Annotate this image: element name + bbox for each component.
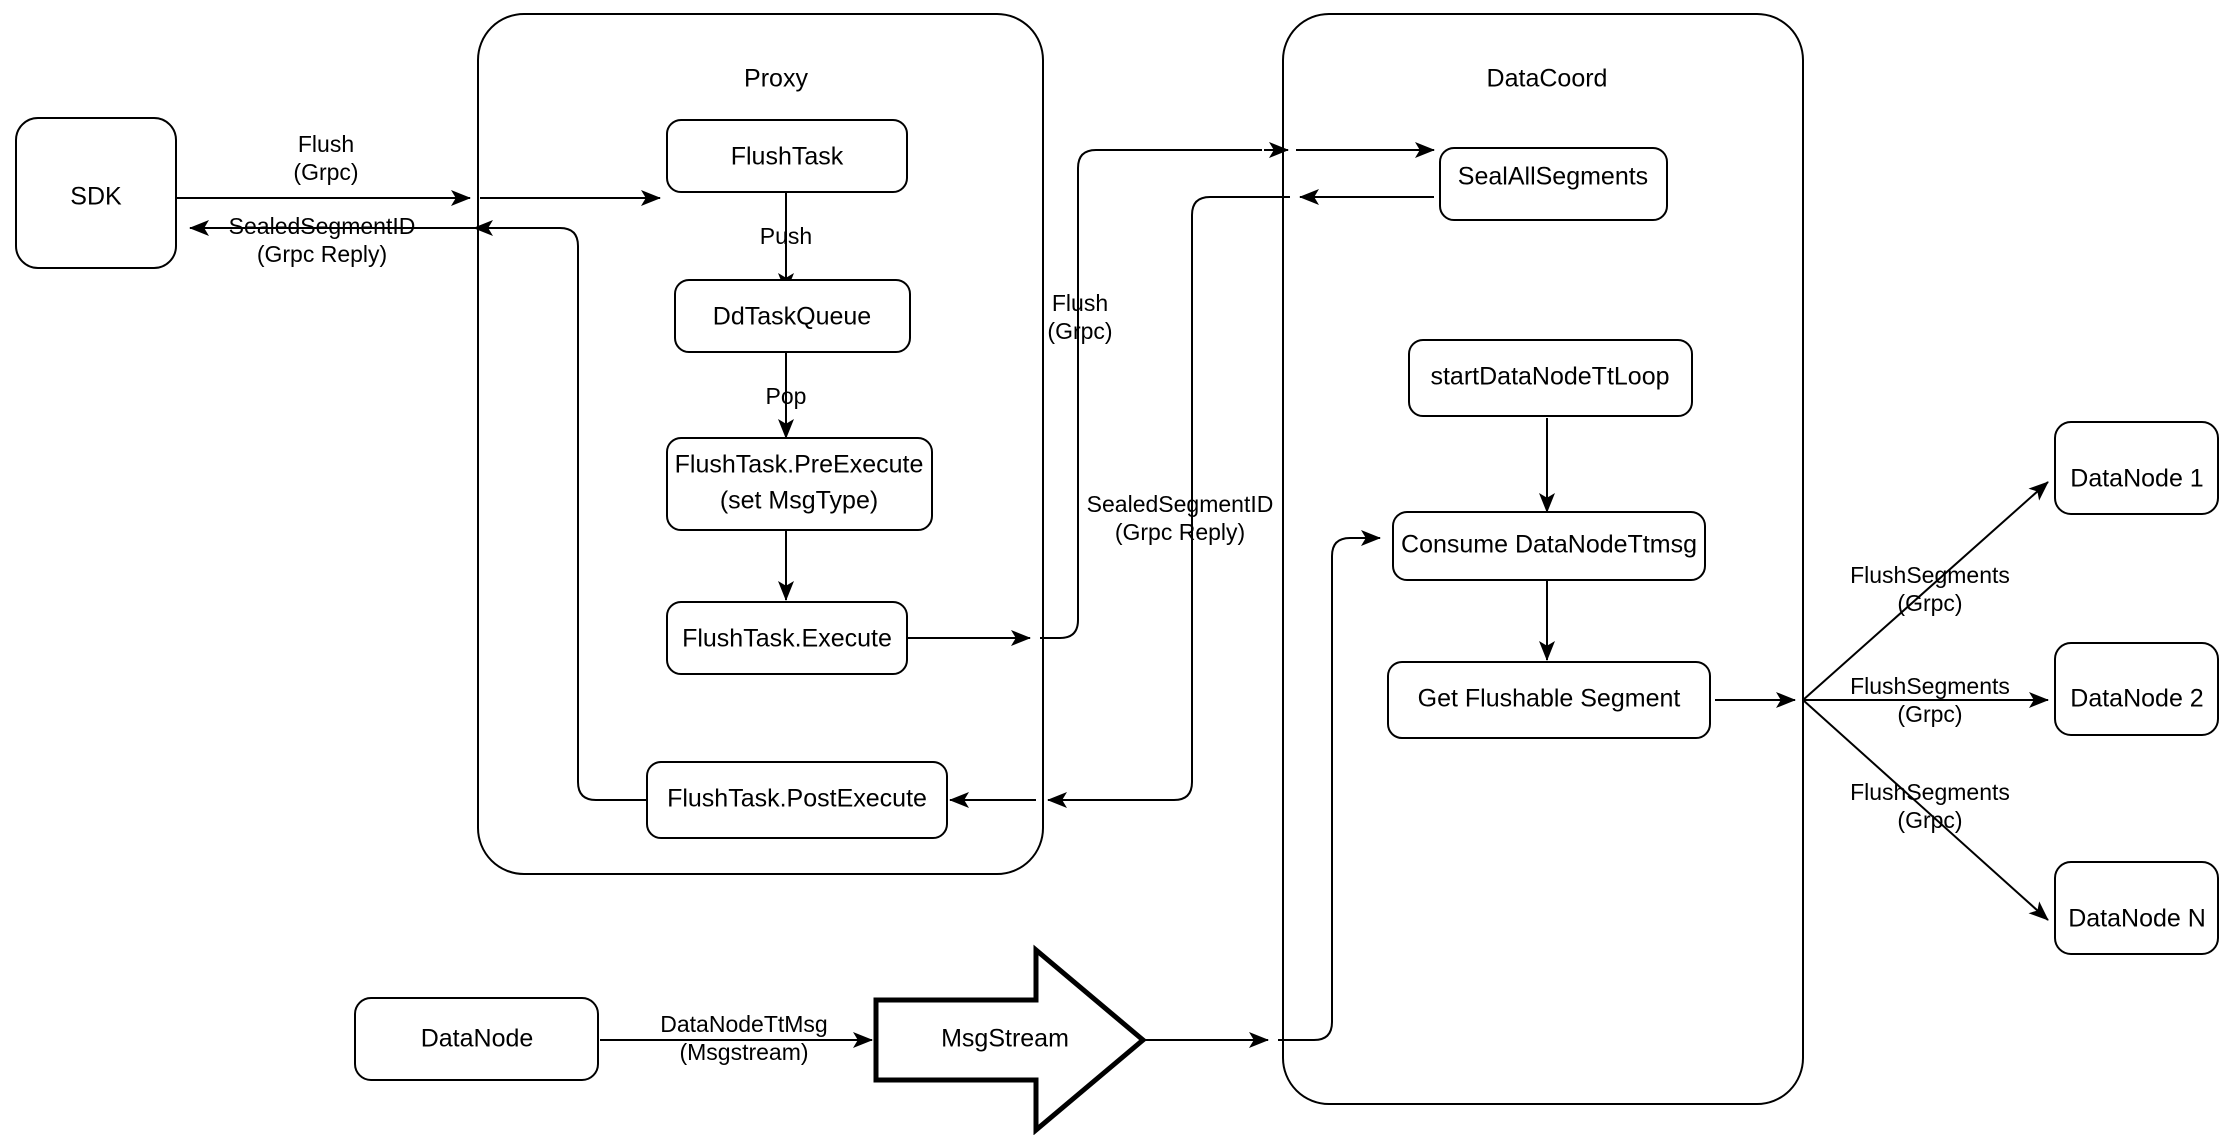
- node-datanode-n[interactable]: DataNode N: [2054, 861, 2219, 955]
- datanode-1-label: DataNode 1: [2070, 465, 2203, 493]
- sdk-label: SDK: [70, 183, 122, 211]
- node-get-flushable-segment[interactable]: Get Flushable Segment: [1387, 661, 1711, 739]
- node-datanode-2[interactable]: DataNode 2: [2054, 642, 2219, 736]
- edge-junction-to-datanode1: [1802, 481, 2049, 701]
- edge-label-flush-sdk-line2: (Grpc): [293, 159, 358, 185]
- node-flushtask[interactable]: FlushTask: [666, 119, 908, 193]
- startdatanodettloop-label: startDataNodeTtLoop: [1430, 363, 1669, 391]
- consume-datanodettmsg-box[interactable]: [1392, 511, 1706, 581]
- postexecute-label: FlushTask.PostExecute: [667, 785, 927, 813]
- datanode-1-box[interactable]: [2054, 421, 2219, 515]
- edge-label-flushsegments-2-line1: FlushSegments: [1850, 673, 2010, 699]
- ddtaskqueue-box[interactable]: [674, 279, 911, 353]
- ddtaskqueue-label: DdTaskQueue: [713, 303, 871, 331]
- preexecute-label-line2: (set MsgType): [720, 487, 878, 515]
- sealallsegments-label: SealAllSegments: [1458, 163, 1648, 191]
- edge-label-pop: Pop: [766, 383, 807, 409]
- datanode-2-label: DataNode 2: [2070, 685, 2203, 713]
- node-flushtask-preexecute[interactable]: FlushTask.PreExecute (set MsgType): [666, 437, 933, 531]
- node-startdatanodettloop[interactable]: startDataNodeTtLoop: [1408, 339, 1693, 417]
- edge-postexecute-to-proxyboundary: [488, 227, 650, 801]
- datanode-n-label: DataNode N: [2068, 905, 2206, 933]
- edge-label-sealedsegid-dc-line2: (Grpc Reply): [1115, 519, 1245, 545]
- edge-label-datanodettmsg-line1: DataNodeTtMsg: [660, 1011, 827, 1037]
- group-datacoord: DataCoord: [1282, 13, 1804, 1105]
- consume-datanodettmsg-label: Consume DataNodeTtmsg: [1401, 531, 1697, 559]
- edge-datacoord-to-proxy-reply: [1058, 196, 1290, 801]
- get-flushable-segment-box[interactable]: [1387, 661, 1711, 739]
- group-proxy: Proxy: [477, 13, 1044, 875]
- edge-label-flush-sdk-line1: Flush: [298, 131, 354, 157]
- proxy-container: [477, 13, 1044, 875]
- edge-label-datanodettmsg-line2: (Msgstream): [679, 1039, 808, 1065]
- node-ddtaskqueue[interactable]: DdTaskQueue: [674, 279, 911, 353]
- edge-label-sealedsegid-sdk-line2: (Grpc Reply): [257, 241, 387, 267]
- node-datanode-1[interactable]: DataNode 1: [2054, 421, 2219, 515]
- edge-label-flushsegments-n-line2: (Grpc): [1897, 807, 1962, 833]
- edge-label-sealedsegid-dc-line1: SealedSegmentID: [1087, 491, 1274, 517]
- execute-label: FlushTask.Execute: [682, 625, 892, 653]
- startdatanodettloop-box[interactable]: [1408, 339, 1693, 417]
- sdk-box[interactable]: [15, 117, 177, 269]
- node-datanode-bottom[interactable]: DataNode: [354, 997, 599, 1081]
- get-flushable-segment-label: Get Flushable Segment: [1418, 685, 1681, 713]
- node-sealallsegments[interactable]: SealAllSegments: [1439, 147, 1668, 221]
- msgstream-label: MsgStream: [941, 1025, 1069, 1053]
- edge-proxy-to-datacoord-flush: [1040, 149, 1262, 639]
- sealallsegments-box[interactable]: [1439, 147, 1668, 221]
- node-sdk[interactable]: SDK: [15, 117, 177, 269]
- datanode-bottom-box[interactable]: [354, 997, 599, 1081]
- datanode-n-box[interactable]: [2054, 861, 2219, 955]
- preexecute-label-line1: FlushTask.PreExecute: [675, 451, 924, 479]
- edge-junction-to-datanoden: [1802, 699, 2049, 921]
- datacoord-group-label: DataCoord: [1487, 65, 1608, 93]
- edge-label-flushsegments-n-line1: FlushSegments: [1850, 779, 2010, 805]
- node-consume-datanodettmsg[interactable]: Consume DataNodeTtmsg: [1392, 511, 1706, 581]
- edge-label-flush-dc-line2: (Grpc): [1047, 318, 1112, 344]
- edge-label-flushsegments-1-line1: FlushSegments: [1850, 562, 2010, 588]
- edge-label-flushsegments-1-line2: (Grpc): [1897, 590, 1962, 616]
- execute-box[interactable]: [666, 601, 908, 675]
- postexecute-box[interactable]: [646, 761, 948, 839]
- edge-label-flushsegments-2-line2: (Grpc): [1897, 701, 1962, 727]
- node-msgstream[interactable]: MsgStream: [873, 944, 1147, 1135]
- proxy-group-label: Proxy: [744, 65, 808, 93]
- node-flushtask-execute[interactable]: FlushTask.Execute: [666, 601, 908, 675]
- flushtask-label: FlushTask: [731, 143, 844, 171]
- preexecute-box[interactable]: [666, 437, 933, 531]
- msgstream-arrow-shape[interactable]: [873, 944, 1147, 1135]
- edge-label-sealedsegid-sdk-line1: SealedSegmentID: [229, 213, 416, 239]
- edge-label-flush-dc-line1: Flush: [1052, 290, 1108, 316]
- node-flushtask-postexecute[interactable]: FlushTask.PostExecute: [646, 761, 948, 839]
- flushtask-box[interactable]: [666, 119, 908, 193]
- datanode-bottom-label: DataNode: [421, 1025, 534, 1053]
- datanode-2-box[interactable]: [2054, 642, 2219, 736]
- edge-datacoord-boundary-to-consume: [1278, 530, 1381, 1041]
- datacoord-container: [1282, 13, 1804, 1105]
- edge-label-push: Push: [760, 223, 812, 249]
